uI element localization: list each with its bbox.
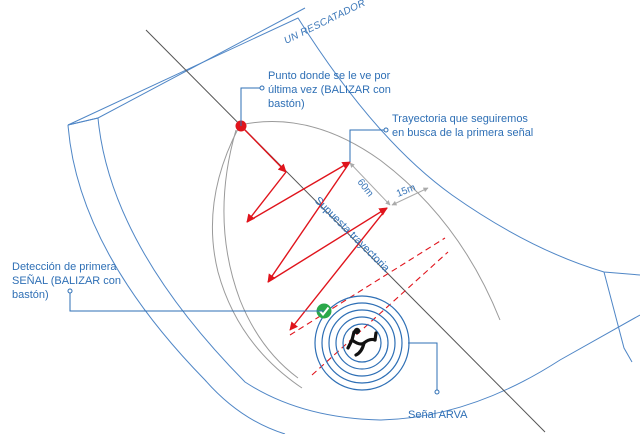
callout-lines <box>67 85 440 395</box>
arva-signal-callout: Señal ARVA <box>408 409 468 421</box>
width-guide <box>349 162 391 206</box>
contour-left-inner <box>223 129 299 379</box>
contour-right <box>239 121 501 321</box>
rescuer-label: UN RESCATADOR <box>282 0 367 47</box>
slope-outline <box>67 7 640 434</box>
last-seen-callout: Punto donde se le ve por última vez (BAL… <box>268 70 394 110</box>
slope-right-edge <box>603 271 633 363</box>
slope-front-edge <box>67 124 286 434</box>
supposed-trajectory-label: Supuesta trayectoria <box>312 195 392 275</box>
path-leader <box>349 129 386 162</box>
first-signal-callout: Detección de primera SEÑAL (BALIZAR con … <box>12 261 124 301</box>
contour-lines <box>211 121 501 389</box>
buried-person-icon <box>346 327 378 357</box>
search-path <box>240 125 388 331</box>
arva-leader <box>408 342 438 392</box>
last-seen-leader <box>240 87 262 126</box>
width-label: 60m <box>355 177 376 199</box>
slope-bottom-edge <box>97 117 640 421</box>
slope-top-edge <box>67 17 640 276</box>
search-path-callout: Trayectoria que seguiremos en busca de l… <box>392 113 533 139</box>
supposed-trajectory-line <box>145 29 546 433</box>
measurement-guides <box>349 162 429 206</box>
first-signal-leader <box>69 291 324 312</box>
spacing-label: 15m <box>395 182 417 199</box>
contour-left-outer <box>211 124 303 389</box>
spacing-guide <box>391 187 429 206</box>
dashed-search-lines <box>289 237 449 376</box>
